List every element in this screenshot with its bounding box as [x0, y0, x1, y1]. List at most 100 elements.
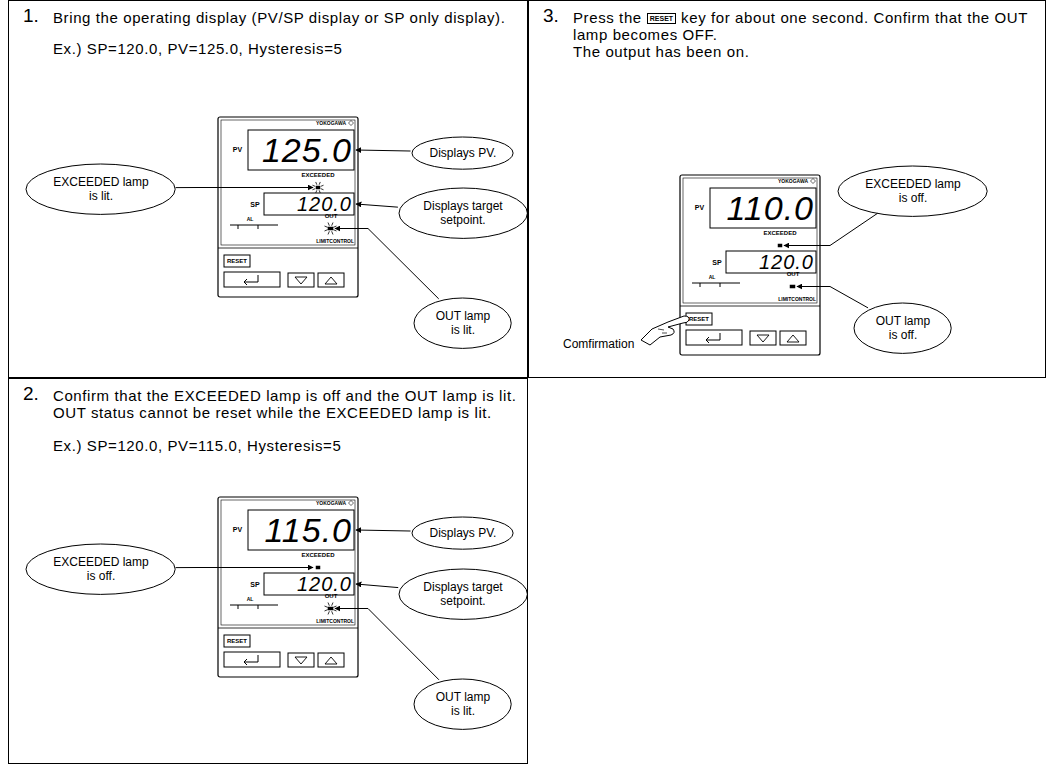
down-key [288, 653, 314, 667]
reset-key [224, 635, 250, 647]
ellipse [414, 298, 511, 348]
down-key [750, 331, 776, 345]
callout-ellipse: Displays PV. [411, 516, 514, 550]
pv-window [248, 510, 354, 550]
brand-diamond [349, 121, 354, 126]
lamp-ray [333, 226, 336, 227]
pv-window [248, 130, 354, 170]
reset-key-label: RESET [224, 255, 250, 267]
callout-text: EXCEEDED lamp is off. [49, 555, 153, 583]
panel-divider [218, 248, 358, 249]
callout-text: EXCEEDED lamp is off. [861, 177, 965, 205]
leader-arrow [797, 287, 868, 308]
out-lamp [328, 607, 333, 610]
alarm-tick [258, 225, 259, 229]
exceeded-marking: EXCEEDED [296, 172, 340, 179]
sp-marking: SP [247, 580, 263, 589]
lamp-ray [324, 230, 327, 231]
lamp-ray [312, 189, 315, 190]
leader-arrow [335, 609, 439, 680]
lamp-ray [328, 231, 329, 234]
exceeded-lamp [316, 566, 320, 569]
instruction-text: The output has been on. [573, 43, 749, 60]
limit-controller [680, 175, 820, 355]
callout-ellipse: Displays PV. [411, 136, 514, 170]
alarm-marking: AL [706, 274, 718, 281]
callout-text-wrap: OUT lamp is off. [871, 314, 935, 342]
callout-ellipse: OUT lamp is lit. [413, 297, 512, 349]
callout-text: EXCEEDED lamp is lit. [49, 175, 153, 203]
display-panel [221, 500, 355, 625]
panel-divider [680, 306, 820, 307]
instruction-column: Bring the operating display (PV/SP displ… [53, 9, 523, 57]
step-number: 3. [543, 5, 559, 27]
leader-arrow [356, 584, 398, 588]
callout-ellipse: EXCEEDED lamp is off. [25, 543, 176, 595]
ellipse [399, 569, 527, 619]
leader-arrow [176, 187, 313, 188]
lamp-ray [328, 222, 329, 225]
enter-key [224, 652, 280, 667]
instruction-block: Press theRESETkey for about one second. … [573, 9, 1033, 43]
callout-ellipse: EXCEEDED lamp is lit. [25, 163, 176, 215]
ellipse [414, 679, 511, 729]
out-lamp-lit [324, 602, 336, 614]
lamp-ray [332, 602, 333, 605]
sp-window [726, 251, 816, 273]
controller-bezel [218, 497, 358, 677]
ellipse [412, 517, 513, 549]
sp-window [264, 193, 354, 215]
lamp-ray [332, 611, 333, 614]
instruction-column: Confirm that the EXCEEDED lamp is off an… [53, 387, 523, 454]
pv-display-digits: 125.0 [250, 131, 352, 169]
down-arrow [295, 657, 307, 664]
sp-window [264, 573, 354, 595]
limit-controller [218, 117, 358, 297]
reset-key [686, 313, 712, 325]
callout-ellipse: OUT lamp is off. [853, 302, 952, 354]
lamp-ray [332, 231, 333, 234]
leader-arrow [356, 530, 411, 531]
display-panel [683, 178, 817, 303]
step-number: 1. [23, 5, 39, 27]
sp-display-digits: 120.0 [266, 574, 352, 594]
lamp-ray [321, 189, 324, 190]
brand-diamond [811, 179, 816, 184]
lamp-ray [324, 610, 327, 611]
out-lamp-lit [324, 222, 336, 234]
out-marking: OUT [319, 213, 343, 220]
limit-controller [218, 497, 358, 677]
enter-symbol [244, 275, 258, 285]
up-arrow [325, 277, 337, 284]
instruction-block: Ex.) SP=120.0, PV=115.0, Hysteresis=5 [53, 437, 523, 454]
panel-divider [218, 628, 358, 629]
enter-key [686, 330, 742, 345]
controller-bezel [680, 175, 820, 355]
enter-key [224, 272, 280, 287]
hand-finger-lines [658, 329, 667, 333]
instruction-text: Bring the operating display (PV/SP displ… [53, 9, 505, 26]
instruction-text: Ex.) SP=120.0, PV=125.0, Hysteresis=5 [53, 40, 342, 57]
alarm-marking: AL [244, 216, 256, 223]
lamp-ray [319, 182, 320, 185]
leader-arrow [176, 567, 313, 568]
ellipse [26, 544, 175, 594]
hand-illustration [641, 316, 689, 345]
model-marking: LIMITCONTROL [300, 618, 354, 625]
ellipse [412, 137, 513, 169]
lamp-ray [324, 606, 327, 607]
lamp-ray [316, 182, 317, 185]
enter-symbol [244, 655, 258, 665]
callout-text-wrap: Displays PV. [429, 526, 496, 540]
brand-diamond [349, 501, 354, 506]
step-panel: 1. Bring the operating display (PV/SP dis… [8, 0, 528, 378]
sp-marking: SP [247, 200, 263, 209]
out-marking: OUT [781, 271, 805, 278]
callout-text: Displays PV. [429, 526, 496, 540]
callout-text-wrap: EXCEEDED lamp is off. [861, 177, 965, 205]
brand-name: YOKOGAWA [760, 178, 808, 185]
alarm-tick [258, 605, 259, 609]
callout-ellipse: Displays target setpoint. [398, 568, 528, 620]
